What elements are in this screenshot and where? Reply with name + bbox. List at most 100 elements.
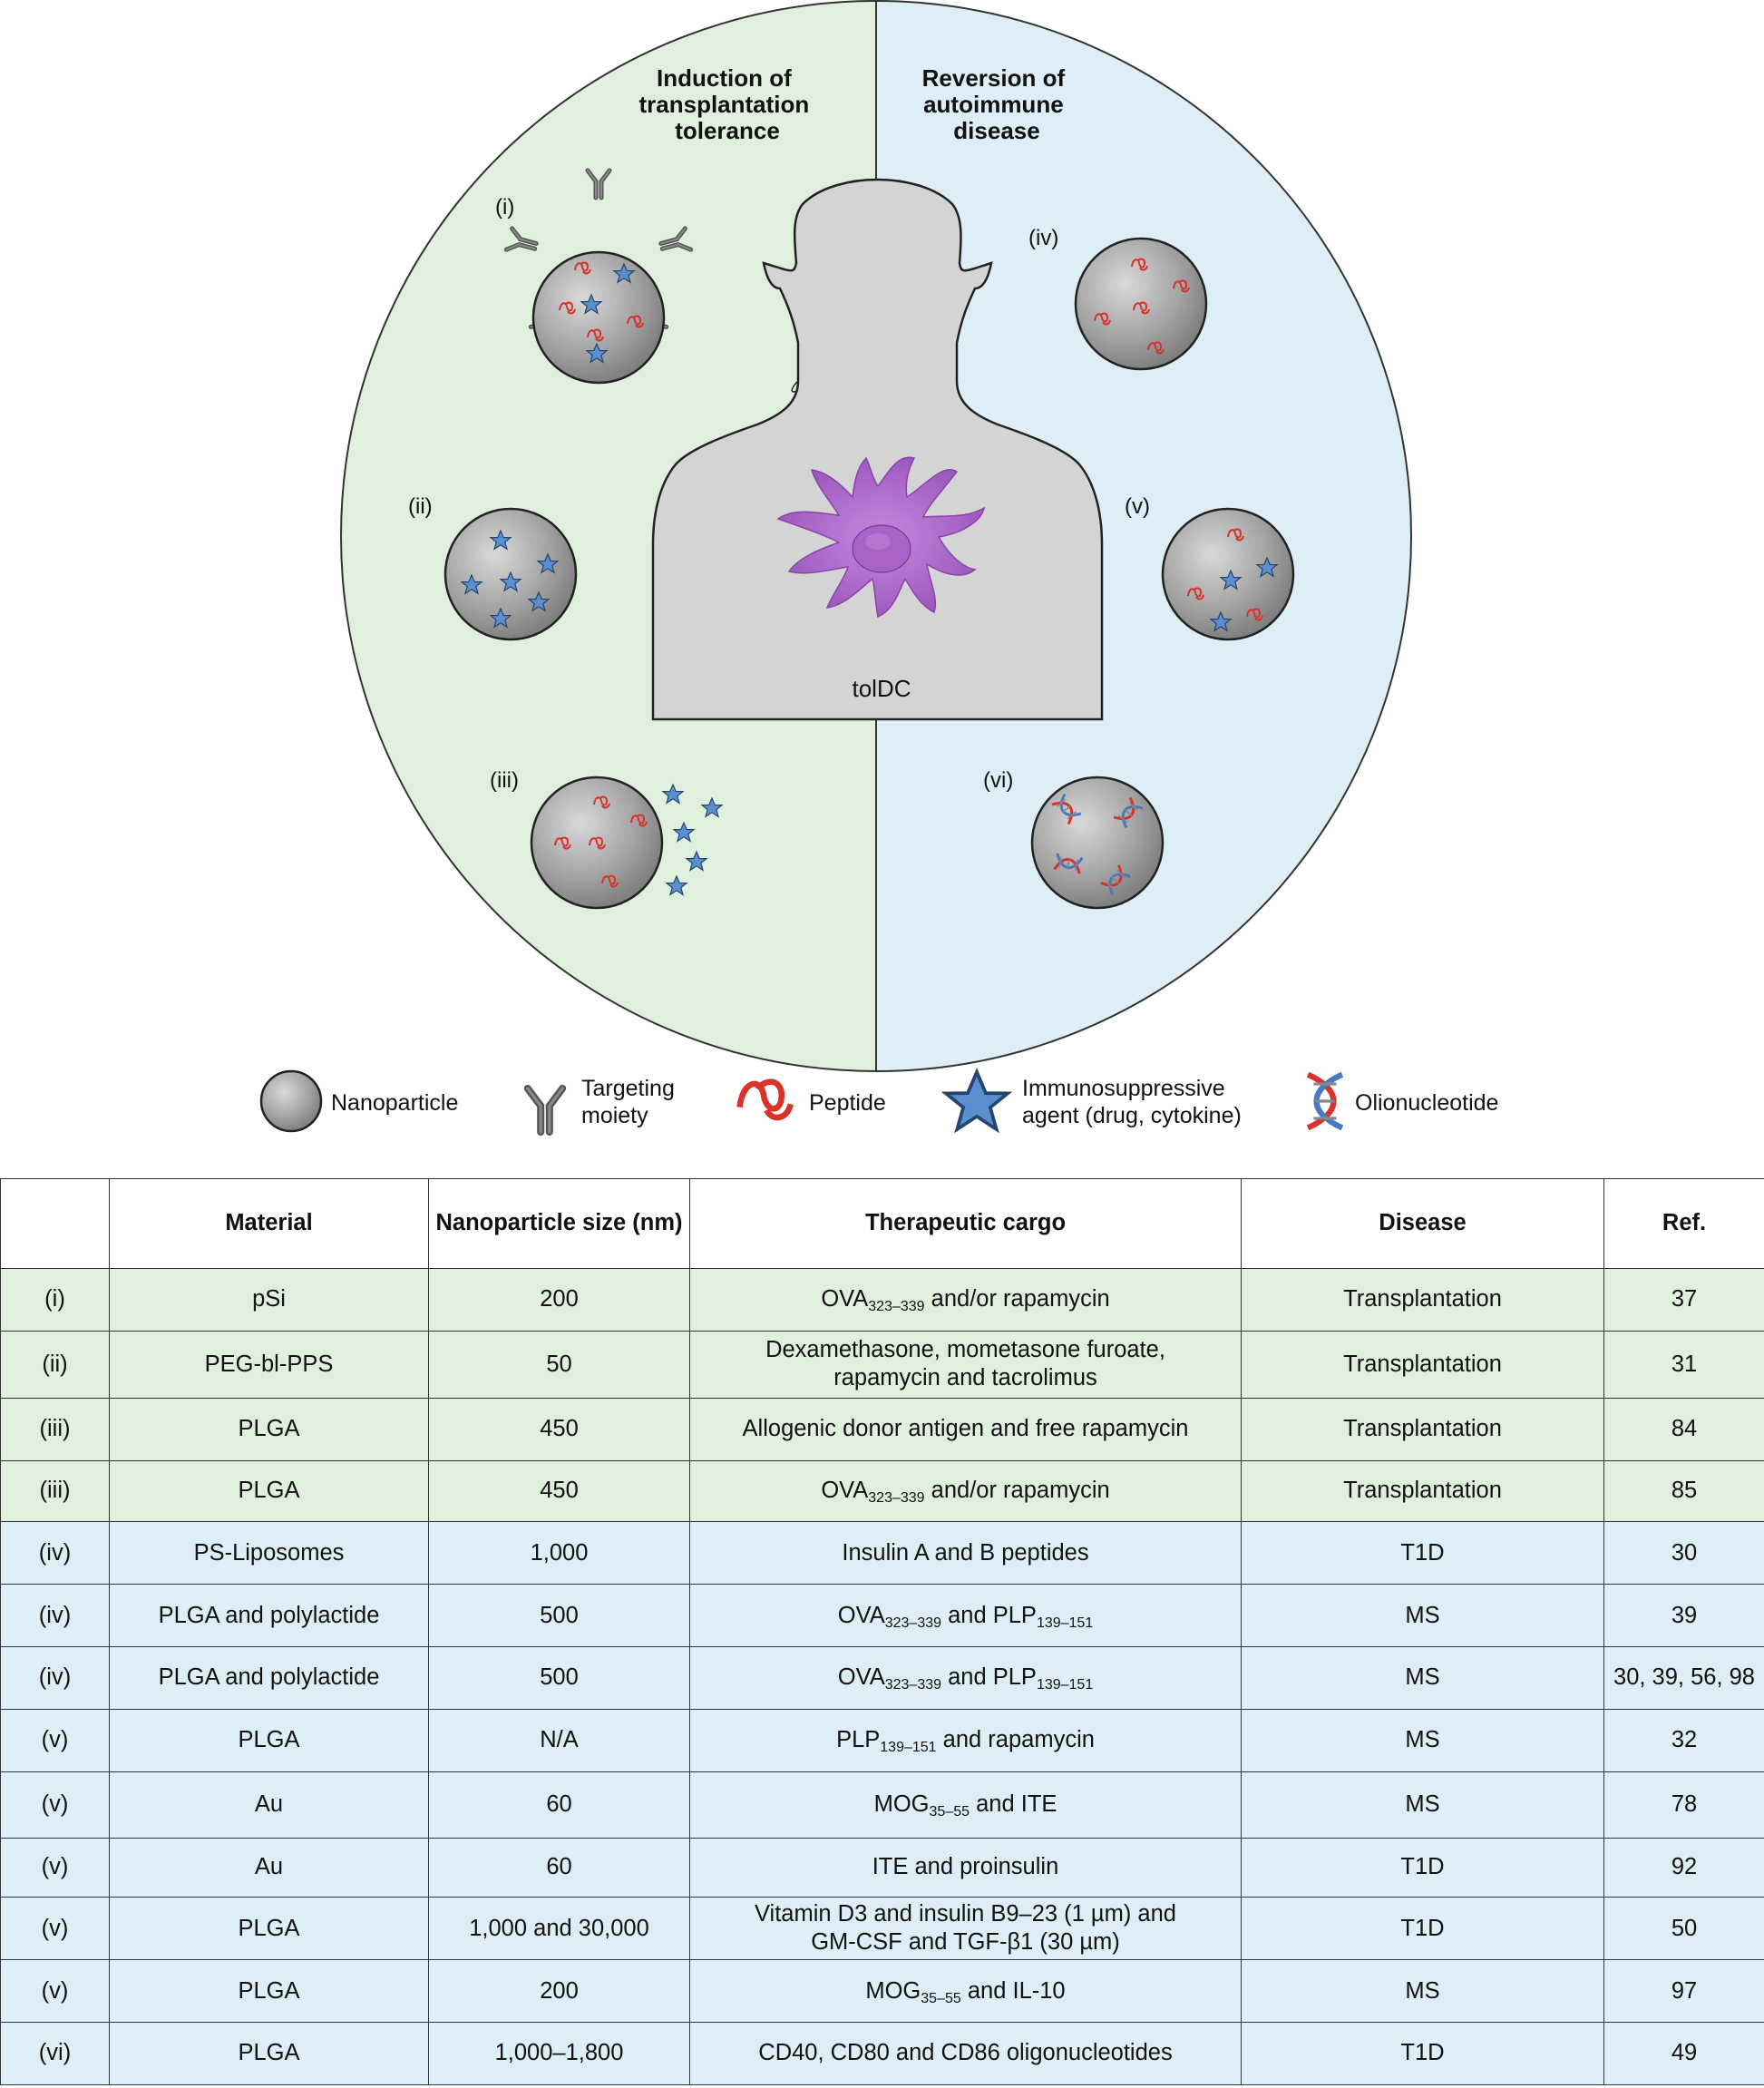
cell-ref: 78 [1603, 1771, 1764, 1839]
cell-id: (i) [0, 1268, 110, 1332]
cargo-text: and/or rapamycin [924, 1478, 1110, 1504]
svg-text:Nanoparticle: Nanoparticle [331, 1090, 458, 1116]
right-title: Reversion of autoimmune disease [922, 64, 1072, 144]
label-v: (v) [1125, 494, 1150, 519]
cell-cargo: OVA323–339 and PLP139–151 [689, 1646, 1242, 1710]
cell-size: 450 [428, 1397, 690, 1461]
svg-text:Peptide: Peptide [809, 1090, 886, 1116]
cell-material: PLGA [109, 1397, 429, 1461]
cell-size: 1,000 and 30,000 [428, 1897, 690, 1961]
diagram: Induction of transplantation tolerance R… [259, 0, 1498, 1170]
antibody-icon [528, 1088, 562, 1132]
cargo-subscript: 139–151 [1036, 1615, 1094, 1631]
cargo-line: GM-CSF and TGF-β1 (30 µm) [696, 1928, 1235, 1956]
header-disease: Disease [1241, 1178, 1604, 1269]
cell-size: 200 [428, 1268, 690, 1332]
cell-size: 1,000–1,800 [428, 2022, 690, 2085]
nanoparticle-iii [530, 776, 723, 910]
cargo-text: MOG [865, 1977, 921, 2004]
cell-id: (v) [0, 1837, 110, 1898]
cargo-text: OVA [821, 1286, 869, 1312]
cell-cargo: MOG35–55 and IL-10 [689, 1959, 1242, 2024]
peptide-icon [740, 1082, 791, 1117]
cell-size: 60 [428, 1837, 690, 1898]
svg-text:Olionucleotide: Olionucleotide [1355, 1090, 1498, 1116]
cell-material: PLGA [109, 1959, 429, 2024]
cell-disease: MS [1241, 1646, 1604, 1710]
star-icon [944, 1070, 1009, 1132]
legend-targeting-moiety: Targeting moiety [528, 1076, 675, 1132]
cargo-line: Insulin A and B peptides [696, 1539, 1235, 1567]
cell-material: PLGA [109, 1708, 429, 1772]
cell-cargo: PLP139–151 and rapamycin [689, 1708, 1242, 1772]
cargo-text: and PLP [941, 1602, 1037, 1628]
cargo-line: rapamycin and tacrolimus [696, 1364, 1235, 1392]
cell-cargo: CD40, CD80 and CD86 oligonucleotides [689, 2022, 1242, 2085]
cargo-subscript: 323–339 [884, 1677, 942, 1693]
cargo-text: OVA [837, 1664, 885, 1691]
cell-material: pSi [109, 1268, 429, 1332]
cargo-text: Allogenic donor antigen and free rapamyc… [742, 1416, 1189, 1442]
cell-material: PLGA [109, 1459, 429, 1523]
cell-cargo: OVA323–339 and/or rapamycin [689, 1459, 1242, 1523]
cell-size: 60 [428, 1771, 690, 1839]
cargo-subscript: 323–339 [868, 1299, 925, 1315]
cell-ref: 49 [1603, 2022, 1764, 2085]
legend-oligonucleotide: Olionucleotide [1308, 1075, 1498, 1128]
cell-size: 500 [428, 1584, 690, 1648]
cargo-line: OVA323–339 and/or rapamycin [696, 1285, 1235, 1315]
dna-icon [1308, 1075, 1342, 1128]
label-vi: (vi) [983, 768, 1013, 793]
cell-ref: 30, 39, 56, 98 [1603, 1646, 1764, 1710]
nanoparticle-icon [259, 1069, 323, 1133]
cell-material: PS-Liposomes [109, 1521, 429, 1586]
cell-size: 450 [428, 1459, 690, 1523]
cell-material: PLGA and polylactide [109, 1646, 429, 1710]
header-material: Material [109, 1178, 429, 1269]
cell-material: Au [109, 1771, 429, 1839]
cell-size: 50 [428, 1330, 690, 1399]
nanoparticle-ii [443, 507, 578, 641]
cell-ref: 97 [1603, 1959, 1764, 2024]
cell-cargo: Allogenic donor antigen and free rapamyc… [689, 1397, 1242, 1461]
cargo-text: and/or rapamycin [924, 1286, 1110, 1312]
cargo-line: PLP139–151 and rapamycin [696, 1726, 1235, 1755]
cell-id: (v) [0, 1959, 110, 2024]
cell-disease: T1D [1241, 1897, 1604, 1961]
cell-disease: MS [1241, 1708, 1604, 1772]
cell-id: (v) [0, 1771, 110, 1839]
cell-id: (iii) [0, 1397, 110, 1461]
nanoparticle-v [1161, 507, 1295, 641]
nanoparticle-iv [1074, 237, 1208, 371]
cargo-subscript: 323–339 [868, 1490, 925, 1507]
cell-ref: 39 [1603, 1584, 1764, 1648]
cell-ref: 84 [1603, 1397, 1764, 1461]
cargo-text: CD40, CD80 and CD86 oligonucleotides [758, 2040, 1173, 2066]
cargo-text: Vitamin D3 and insulin B9–23 (1 µm) and [755, 1901, 1176, 1927]
cell-material: PEG-bl-PPS [109, 1330, 429, 1399]
cargo-line: OVA323–339 and/or rapamycin [696, 1477, 1235, 1507]
cell-id: (iii) [0, 1459, 110, 1523]
cell-disease: MS [1241, 1771, 1604, 1839]
cell-cargo: OVA323–339 and PLP139–151 [689, 1584, 1242, 1648]
cell-size: N/A [428, 1708, 690, 1772]
legend-peptide: Peptide [740, 1082, 886, 1117]
cell-id: (iv) [0, 1521, 110, 1586]
cell-id: (iv) [0, 1584, 110, 1648]
cargo-line: ITE and proinsulin [696, 1853, 1235, 1881]
cargo-line: CD40, CD80 and CD86 oligonucleotides [696, 2039, 1235, 2067]
cargo-line: Allogenic donor antigen and free rapamyc… [696, 1415, 1235, 1443]
cargo-text: rapamycin and tacrolimus [833, 1365, 1097, 1391]
